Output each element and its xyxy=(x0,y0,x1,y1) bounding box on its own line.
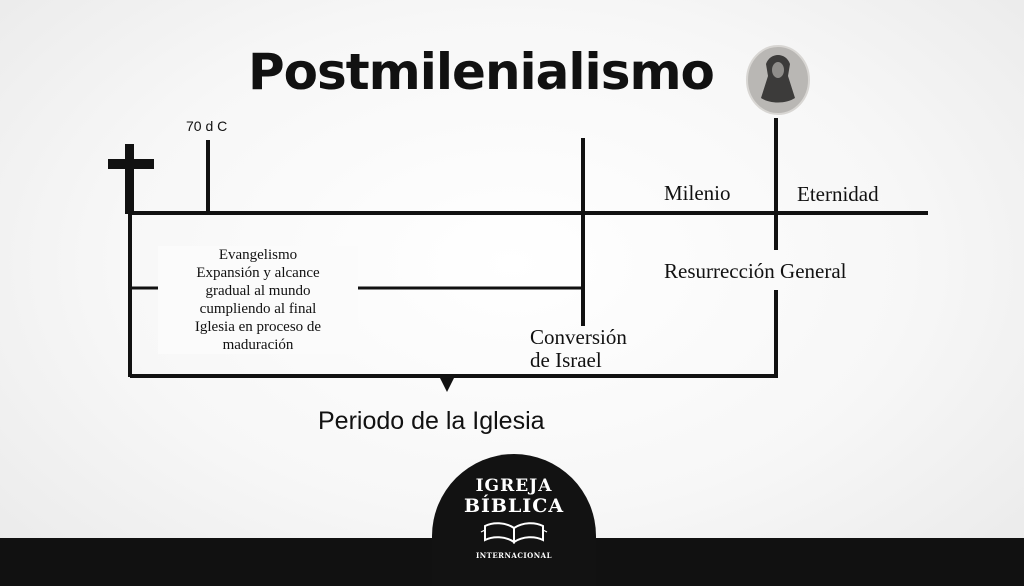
evangelismo-line-2: Expansión y alcance xyxy=(196,265,320,281)
evangelismo-line-1: Evangelismo xyxy=(218,247,298,263)
evangelismo-line-5: Iglesia en proceso de xyxy=(194,319,322,335)
open-book-icon xyxy=(480,522,548,544)
conversion-line-2: de Israel xyxy=(530,348,602,372)
brand-line-2: BÍBLICA xyxy=(463,495,565,517)
page-title: Postmilenialismo xyxy=(248,43,715,101)
brand-line-1: IGREJA xyxy=(475,476,553,496)
brand-logo: IGREJA BÍBLICA INTERNACIONAL xyxy=(432,454,596,586)
brand-line-3: INTERNACIONAL xyxy=(475,551,553,560)
evangelismo-line-3: gradual al mundo xyxy=(205,283,311,299)
conversion-line-1: Conversión xyxy=(530,325,627,349)
milenio-label: Milenio xyxy=(664,181,731,205)
evangelismo-text: Evangelismo Expansión y alcance gradual … xyxy=(158,246,358,354)
christ-portrait-icon xyxy=(746,45,810,115)
evangelismo-line-4: cumpliendo al final xyxy=(199,301,317,317)
cross-icon xyxy=(108,144,154,214)
evangelismo-line-6: maduración xyxy=(222,337,294,353)
conversion-label: Conversión de Israel xyxy=(530,326,627,372)
periodo-label: Periodo de la Iglesia xyxy=(318,407,545,435)
eternidad-label: Eternidad xyxy=(797,182,879,206)
year-label: 70 d C xyxy=(186,118,228,134)
bracket-pointer xyxy=(439,376,455,392)
resurreccion-label: Resurrección General xyxy=(664,259,847,283)
